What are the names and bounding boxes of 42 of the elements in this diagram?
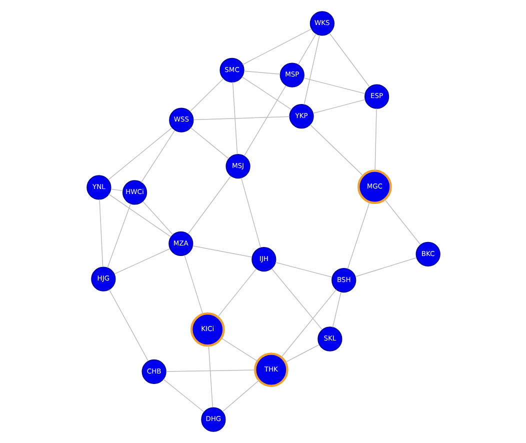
connector xyxy=(232,82,238,155)
connector xyxy=(274,262,332,278)
connector xyxy=(189,78,224,112)
connector xyxy=(220,338,258,362)
connector xyxy=(140,130,175,183)
connector xyxy=(280,289,336,358)
connector xyxy=(114,248,170,274)
connector xyxy=(312,99,365,114)
connector xyxy=(243,85,286,156)
connector xyxy=(243,70,280,74)
connector xyxy=(187,176,231,234)
connector xyxy=(302,78,365,94)
connector xyxy=(309,124,363,176)
connector xyxy=(208,345,213,408)
connector xyxy=(303,34,320,105)
connector xyxy=(190,127,229,160)
connector xyxy=(222,380,259,412)
connector xyxy=(106,203,131,268)
connector xyxy=(192,246,252,258)
connector xyxy=(184,254,203,315)
connector xyxy=(108,194,171,238)
connector xyxy=(98,199,103,268)
connector xyxy=(374,108,376,172)
connector xyxy=(165,370,255,372)
connector xyxy=(240,178,261,248)
connector xyxy=(270,268,322,330)
connector xyxy=(241,76,292,110)
connector xyxy=(328,32,370,88)
connector xyxy=(346,202,370,270)
connector xyxy=(284,344,320,363)
connector xyxy=(192,116,290,120)
connector xyxy=(162,378,204,412)
connector xyxy=(354,257,416,278)
connector xyxy=(107,127,172,180)
connector xyxy=(384,199,420,245)
connector xyxy=(110,188,123,192)
connector xyxy=(242,28,312,65)
connector xyxy=(108,289,148,362)
connector xyxy=(142,201,173,236)
connector xyxy=(297,33,316,65)
connector xyxy=(216,268,256,318)
connector xyxy=(332,292,341,328)
